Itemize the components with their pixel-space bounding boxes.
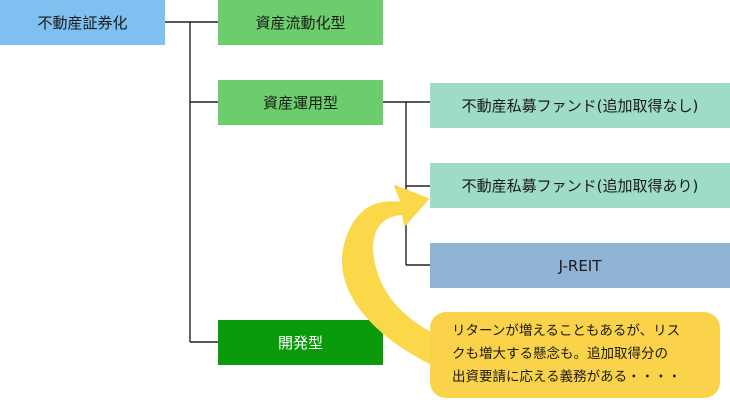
jreit-node: J-REIT xyxy=(430,243,730,288)
root-node-label: 不動産証券化 xyxy=(37,14,128,32)
callout-line-3: 出資要請に応える義務がある・・・・ xyxy=(452,369,682,385)
development-type-node: 開発型 xyxy=(218,320,383,365)
fund-no-additional-label: 不動産私募ファンド(追加取得なし) xyxy=(461,97,699,115)
callout-line-2: クも増大する懸念も。追加取得分の xyxy=(452,346,668,362)
liquidation-type-label: 資産流動化型 xyxy=(255,14,346,32)
development-type-label: 開発型 xyxy=(277,334,323,352)
callout-line-1: リターンが増えることもあるが、リス xyxy=(452,323,681,339)
root-node: 不動産証券化 xyxy=(0,0,165,45)
operation-type-node: 資産運用型 xyxy=(218,80,383,125)
operation-type-label: 資産運用型 xyxy=(262,94,338,112)
liquidation-type-node: 資産流動化型 xyxy=(218,0,383,45)
jreit-label: J-REIT xyxy=(558,256,602,275)
fund-additional-node: 不動産私募ファンド(追加取得あり) xyxy=(430,163,730,208)
fund-additional-label: 不動産私募ファンド(追加取得あり) xyxy=(461,177,699,195)
callout-note: リターンが増えることもあるが、リス クも増大する懸念も。追加取得分の 出資要請に… xyxy=(430,312,720,398)
fund-no-additional-node: 不動産私募ファンド(追加取得なし) xyxy=(430,83,730,128)
